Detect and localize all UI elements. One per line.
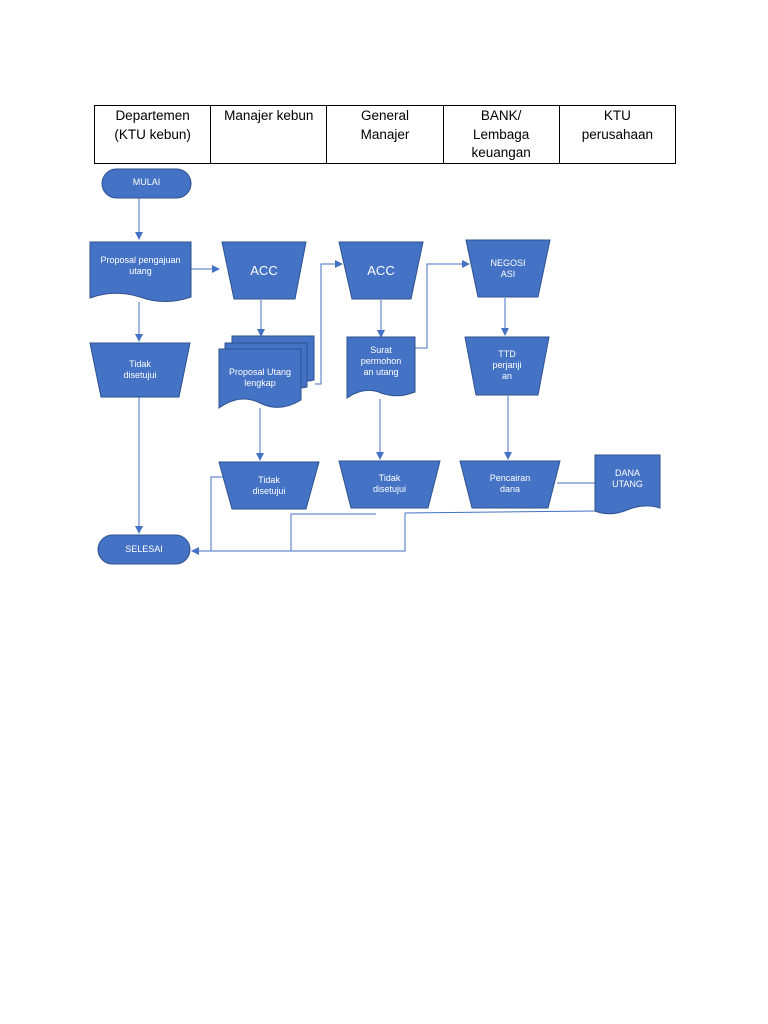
- lane-ktu-perusahaan: KTU perusahaan: [558, 105, 677, 164]
- tidak-disetujui-gm-label: Tidak disetujui: [372, 473, 407, 494]
- start-terminator: [101, 168, 192, 199]
- connector-surat-negosiasi: [415, 260, 470, 349]
- connector-tidak-manajer-selesai: [210, 476, 226, 551]
- proposal-pengajuan-label: Proposal pengajuan utang: [100, 255, 181, 276]
- pencairan-dana-operation: [459, 460, 561, 509]
- surat-permohonan-document: [346, 336, 416, 399]
- acc-gm-operation: [338, 241, 424, 300]
- lane-bank: BANK/ Lembaga keuangan: [442, 105, 560, 164]
- acc-manajer-label: ACC: [250, 263, 278, 278]
- lane-departemen: Departemen (KTU kebun): [93, 105, 212, 164]
- proposal-document: [89, 241, 192, 302]
- connector-tidak-gm-selesai: [290, 513, 376, 551]
- end-terminator: [97, 534, 191, 565]
- acc-gm-label: ACC: [367, 263, 395, 278]
- tidak-disetujui-dept-label: Tidak disetujui: [123, 359, 157, 380]
- lane-manajer-kebun: Manajer kebun: [210, 105, 328, 164]
- connector-lengkap-acc-gm: [315, 260, 343, 385]
- negosiasi-label: NEGOSI ASI: [490, 258, 526, 279]
- proposal-lengkap-label: Proposal Utang lengkap: [228, 367, 292, 388]
- dana-utang-document: [594, 454, 661, 515]
- tidak-disetujui-dept-operation: [89, 342, 191, 398]
- connector-dana-selesai: [191, 510, 597, 555]
- negosiasi-operation: [465, 239, 551, 298]
- ttd-perjanjian-label: TTD perjanji an: [492, 349, 522, 381]
- dana-utang-label: DANA UTANG: [612, 468, 643, 489]
- surat-permohonan-label: Surat permohon an utang: [360, 345, 402, 377]
- tidak-disetujui-manajer-operation: [218, 461, 320, 510]
- tidak-disetujui-manajer-label: Tidak disetujui: [252, 475, 286, 496]
- acc-manajer-operation: [221, 241, 307, 300]
- ttd-perjanjian-operation: [464, 336, 550, 396]
- mulai-label: MULAI: [132, 177, 161, 187]
- connectors: [135, 198, 597, 555]
- pencairan-dana-label: Pencairan dana: [489, 473, 531, 494]
- selesai-label: SELESAI: [125, 544, 163, 554]
- swimlane-header: Departemen (KTU kebun) Manajer kebun Gen…: [93, 105, 677, 164]
- tidak-disetujui-gm-operation: [338, 460, 441, 509]
- proposal-lengkap-multidocument: [218, 348, 302, 409]
